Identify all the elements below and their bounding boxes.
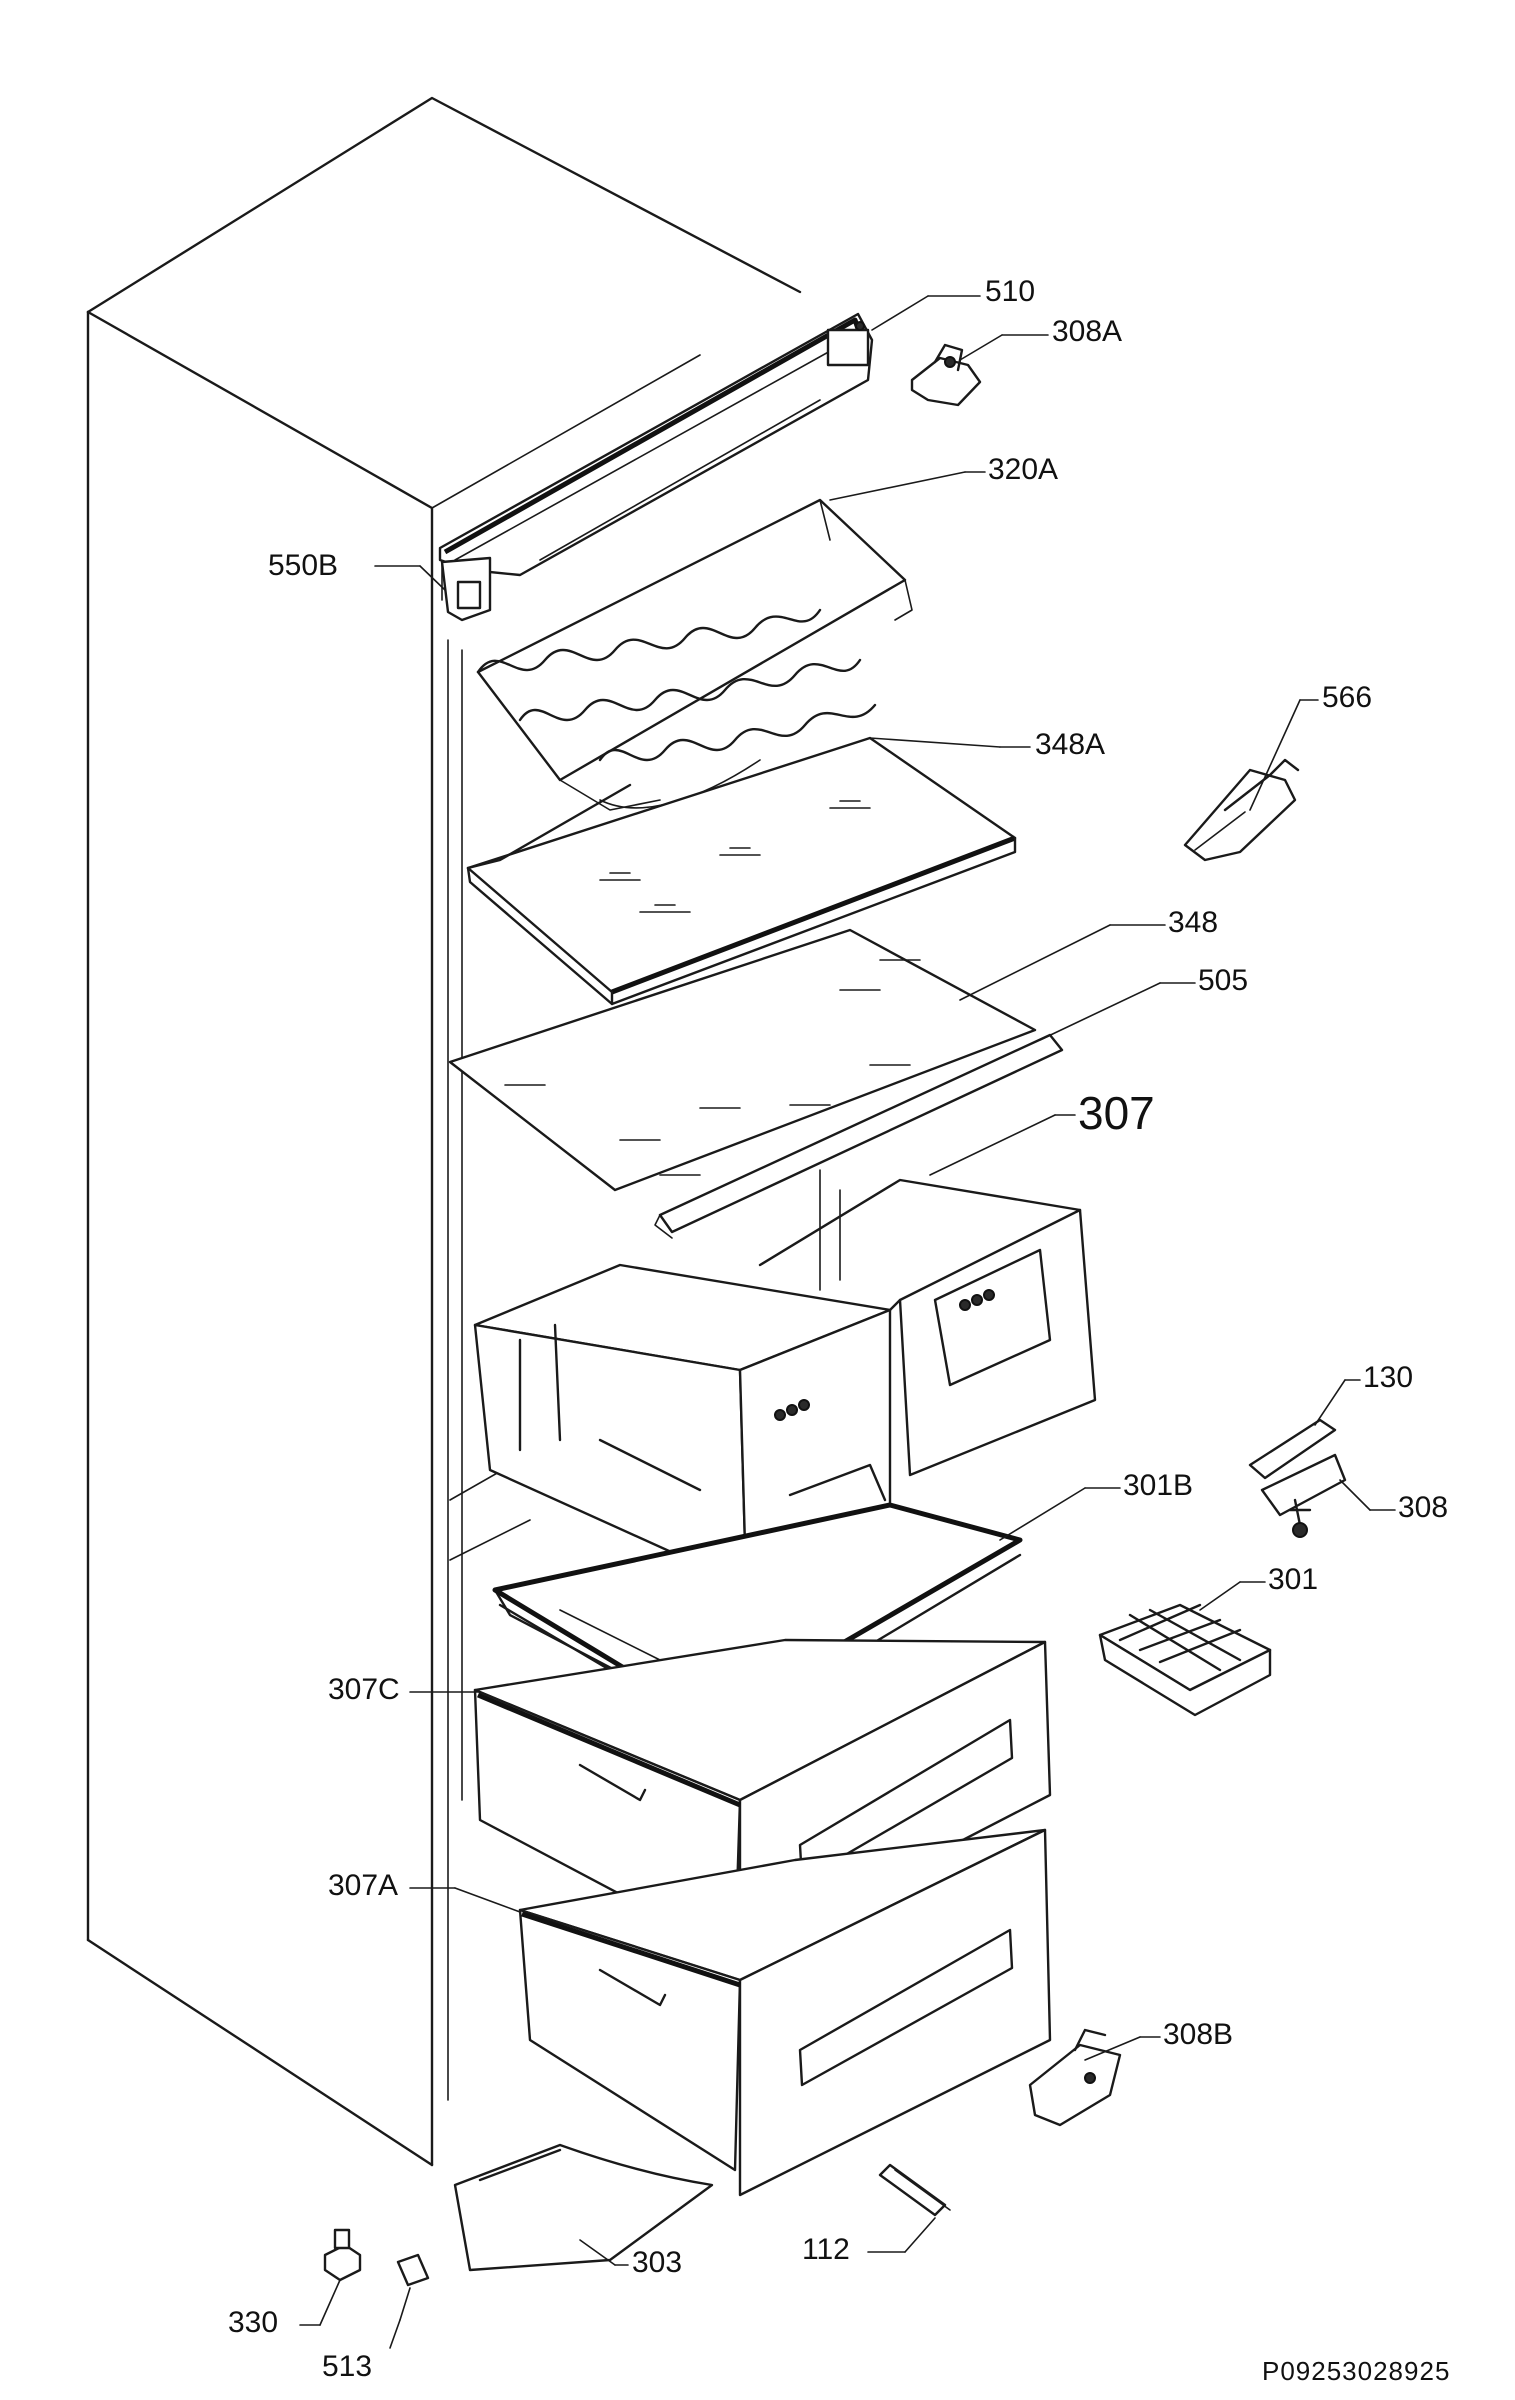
leader-lines <box>299 295 1396 2349</box>
part-510-top-cover <box>438 312 874 577</box>
callout-505: 505 <box>1198 964 1249 997</box>
callout-566: 566 <box>1322 681 1373 714</box>
part-348A-glass-shelf <box>466 736 1017 1006</box>
callout-330: 330 <box>228 2306 279 2339</box>
callout-307: 307 <box>1078 1087 1155 1139</box>
callout-348A: 348A <box>1035 728 1106 761</box>
callout-307C: 307C <box>328 1673 400 1706</box>
callout-550B: 550B <box>268 549 339 582</box>
callout-308: 308 <box>1398 1491 1449 1524</box>
callout-320A: 320A <box>988 453 1059 486</box>
part-303-kickplate <box>453 2143 714 2272</box>
part-307-crisper-drawers <box>473 1169 1097 1567</box>
callout-303: 303 <box>632 2246 683 2279</box>
part-308B-hinge <box>1028 2028 1122 2127</box>
callout-130: 130 <box>1363 1361 1414 1394</box>
drawing-number: P09253028925 <box>1262 2356 1451 2386</box>
cabinet-body <box>86 96 802 2167</box>
part-513-clip <box>396 2253 430 2287</box>
part-348-glass-shelf <box>448 928 1037 1192</box>
callout-308A: 308A <box>1052 315 1123 348</box>
callout-301: 301 <box>1268 1563 1319 1596</box>
callout-301B: 301B <box>1123 1469 1194 1502</box>
part-550B-bracket <box>440 556 492 622</box>
callout-307A: 307A <box>328 1869 399 1902</box>
part-112-spring <box>878 2163 951 2217</box>
callout-308B: 308B <box>1163 2018 1234 2051</box>
part-330-adjustable-foot <box>323 2228 362 2282</box>
callout-513: 513 <box>322 2350 373 2383</box>
part-307A-drawer <box>518 1828 1052 2197</box>
part-566-clip <box>1183 758 1300 862</box>
part-130-308-hinge <box>1248 1418 1347 1538</box>
part-301-ice-tray <box>1098 1603 1272 1717</box>
callout-510: 510 <box>985 275 1036 308</box>
part-505-trim-strip <box>654 1033 1064 1239</box>
callout-348: 348 <box>1168 906 1219 939</box>
callout-112: 112 <box>802 2233 850 2266</box>
